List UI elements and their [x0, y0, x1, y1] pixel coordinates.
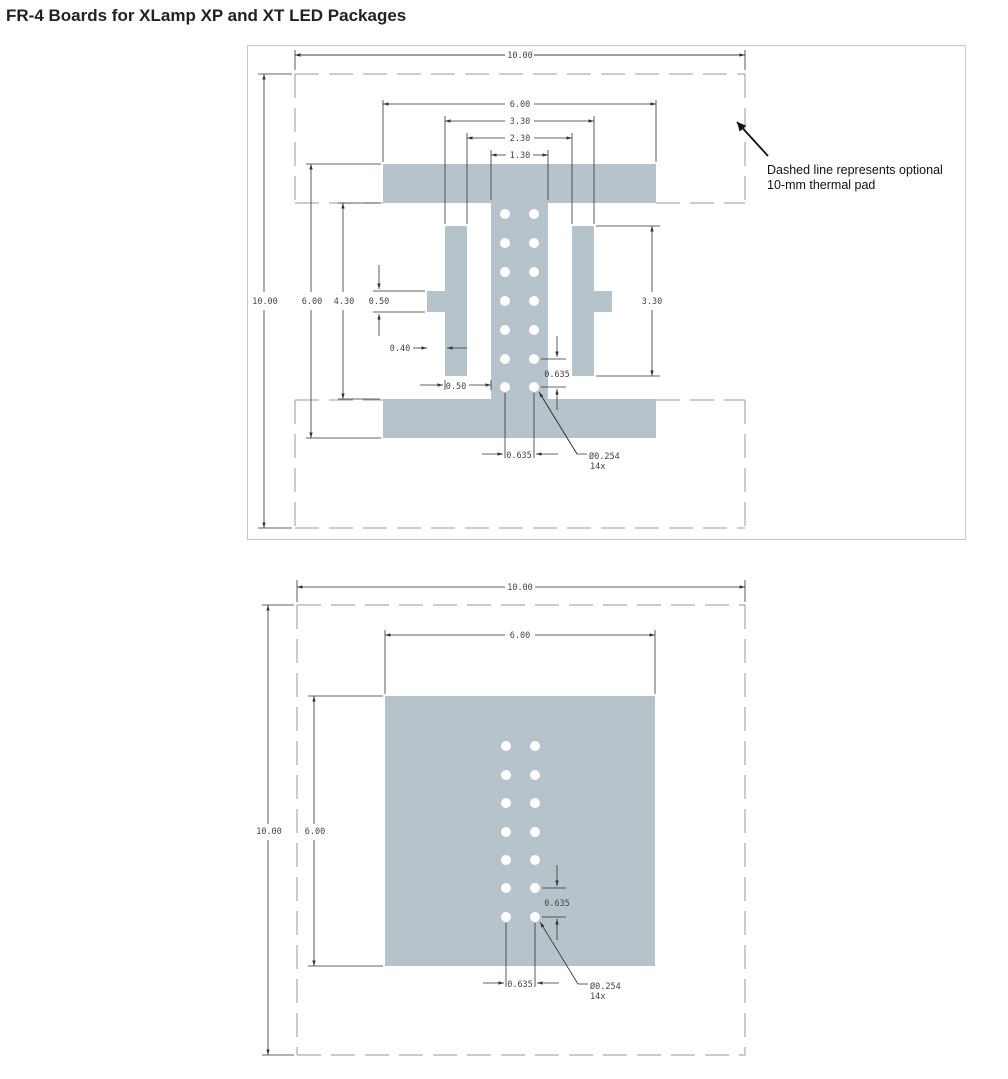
- dim-b-via-diameter: Ø0.254: [590, 981, 621, 992]
- bottom-vias: [501, 741, 540, 922]
- center-via-pad: [491, 203, 548, 399]
- thermal-pad-note-line2: 10-mm thermal pad: [767, 178, 875, 192]
- bottom-bar-pad: [383, 399, 656, 438]
- left-tab-pad: [427, 291, 445, 312]
- left-electrode-pad: [445, 226, 467, 376]
- dim-gap-050: 0.50: [446, 382, 466, 392]
- dim-span-130: 1.30: [510, 151, 530, 161]
- dim-pad-height: 6.00: [302, 297, 322, 307]
- dim-span-230: 2.30: [510, 134, 530, 144]
- thermal-pad-outline: [294, 73, 746, 529]
- top-footprint: [258, 50, 769, 529]
- dim-pad-width: 6.00: [510, 100, 530, 110]
- dim-span-330: 3.30: [510, 117, 530, 127]
- right-electrode-pad: [572, 226, 594, 376]
- top-vias: [500, 209, 539, 392]
- dim-b-pitch-horizontal: 0.635: [507, 980, 533, 990]
- dim-b-pad-height: 6.00: [305, 827, 325, 837]
- dim-right-330: 3.30: [642, 297, 662, 307]
- dim-gap-040: 0.40: [390, 344, 410, 354]
- bottom-thermal-pad-outline: [296, 604, 746, 1056]
- bottom-footprint: [262, 580, 746, 1056]
- dim-b-overall-width: 10.00: [507, 583, 533, 593]
- bottom-dimension-labels: 10.00 6.00 10.00 6.00 0.635 0.635 Ø0.254…: [256, 583, 621, 1002]
- top-bar-pad: [383, 164, 656, 203]
- dim-b-overall-height: 10.00: [256, 827, 282, 837]
- square-thermal-pad: [385, 696, 655, 966]
- right-tab-pad: [594, 291, 612, 312]
- dim-pitch-vertical: 0.635: [544, 370, 570, 380]
- dim-overall-height: 10.00: [252, 297, 278, 307]
- dim-pitch-horizontal: 0.635: [506, 451, 532, 461]
- thermal-pad-note-line1: Dashed line represents optional: [767, 163, 943, 177]
- dim-b-pad-width: 6.00: [510, 631, 530, 641]
- page-title: FR-4 Boards for XLamp XP and XT LED Pack…: [6, 6, 407, 25]
- dim-inner-height: 4.30: [334, 297, 354, 307]
- dim-b-pitch-vertical: 0.635: [544, 899, 570, 909]
- dim-via-count: 14x: [590, 462, 605, 472]
- dim-b-via-count: 14x: [590, 992, 605, 1002]
- dim-via-diameter: Ø0.254: [589, 451, 620, 462]
- dim-overall-width: 10.00: [507, 51, 533, 61]
- top-dimension-labels: 10.00 6.00 3.30 2.30 1.30 10.00 6.00 4.3…: [252, 51, 943, 472]
- top-figure-frame: [247, 45, 966, 540]
- dim-tab-050: 0.50: [369, 297, 389, 307]
